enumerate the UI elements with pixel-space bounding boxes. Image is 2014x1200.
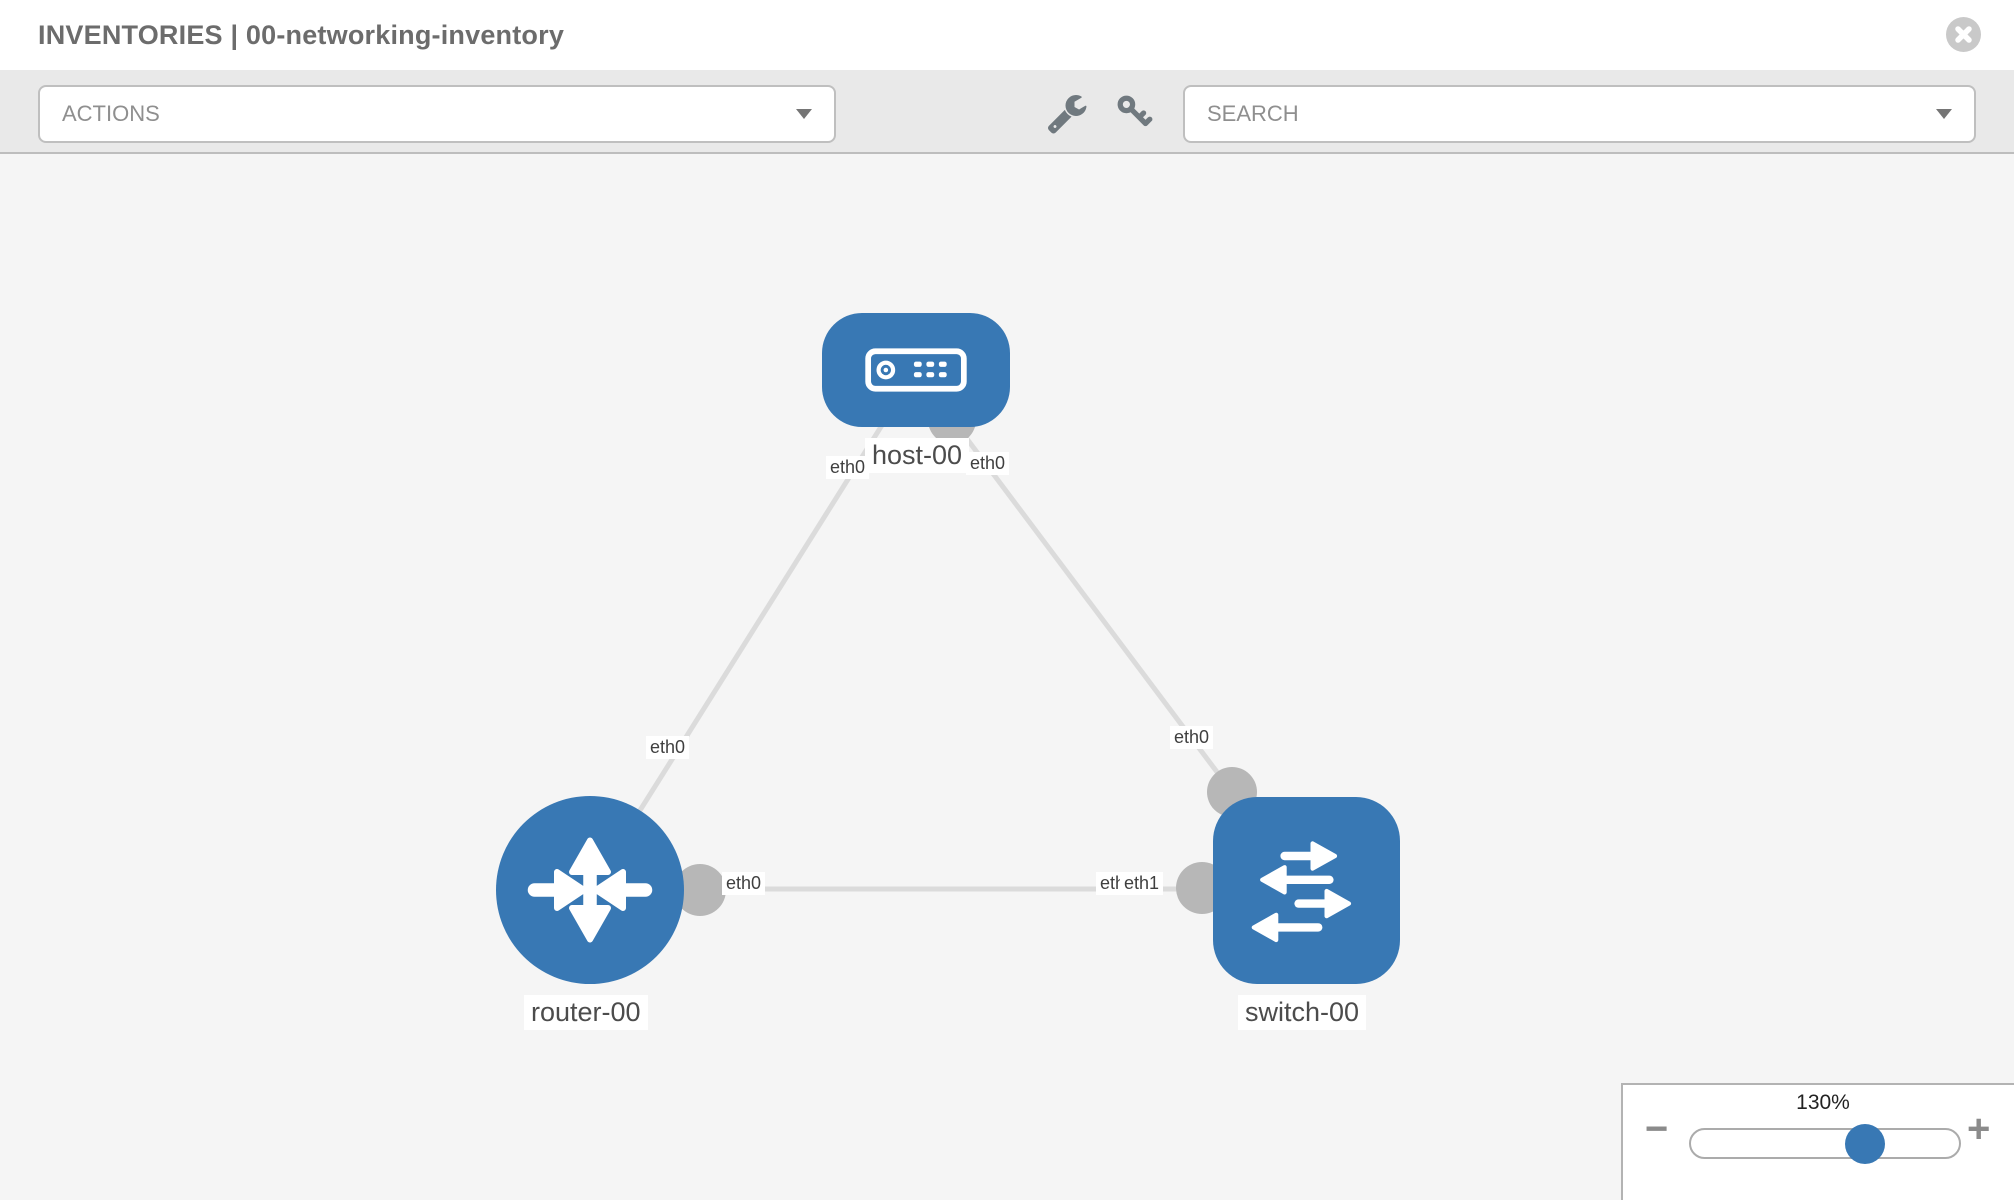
- iface-label-host-eth0-left: eth0: [826, 456, 870, 479]
- close-icon: [1955, 26, 1972, 43]
- iface-label-host-eth0-right: eth0: [966, 452, 1010, 475]
- iface-label-router-eth0-top: eth0: [646, 736, 690, 759]
- node-label-switch: switch-00: [1238, 995, 1367, 1031]
- configure-tools-button[interactable]: [1046, 92, 1088, 134]
- zoom-slider-track[interactable]: [1689, 1128, 1961, 1159]
- key-icon: [1117, 95, 1153, 127]
- zoom-panel: 130% − +: [1621, 1083, 2014, 1200]
- chevron-down-icon: [796, 109, 812, 119]
- iface-label-switch-eth1: eth1: [1120, 872, 1164, 895]
- page-title: INVENTORIES | 00-networking-inventory: [38, 19, 565, 50]
- iface-label-switch-eth0-top: eth0: [1170, 726, 1214, 749]
- host-icon: [865, 348, 967, 392]
- topology-canvas[interactable]: host-00 router-00 switch-00 eth0 eth0 et…: [0, 154, 2014, 1200]
- topology-links-layer: [587, 369, 1257, 916]
- zoom-slider-thumb[interactable]: [1845, 1124, 1885, 1164]
- node-host-00[interactable]: [822, 313, 1010, 427]
- search-dropdown[interactable]: SEARCH: [1183, 85, 1976, 143]
- window-header: INVENTORIES | 00-networking-inventory: [0, 0, 2014, 70]
- search-dropdown-label: SEARCH: [1207, 101, 1299, 126]
- node-switch-00[interactable]: [1213, 797, 1400, 984]
- node-label-host: host-00: [865, 438, 970, 474]
- credentials-button[interactable]: [1114, 92, 1156, 134]
- iface-label-router-eth0-right: eth0: [722, 872, 766, 895]
- zoom-out-button[interactable]: −: [1645, 1107, 1669, 1151]
- wrench-icon: [1047, 95, 1087, 134]
- router-icon: [527, 837, 653, 943]
- connector-router-eth0: [674, 864, 726, 916]
- switch-icon: [1251, 840, 1351, 942]
- actions-dropdown[interactable]: ACTIONS: [38, 85, 836, 143]
- zoom-in-button[interactable]: +: [1967, 1107, 1991, 1151]
- close-button[interactable]: [1946, 17, 1981, 52]
- zoom-level-value: 130%: [1796, 1091, 1850, 1114]
- toolbar: ACTIONS SEARCH: [0, 70, 2014, 154]
- actions-dropdown-label: ACTIONS: [62, 101, 160, 126]
- node-router-00[interactable]: [496, 796, 684, 984]
- chevron-down-icon: [1936, 109, 1952, 119]
- node-label-router: router-00: [524, 995, 648, 1031]
